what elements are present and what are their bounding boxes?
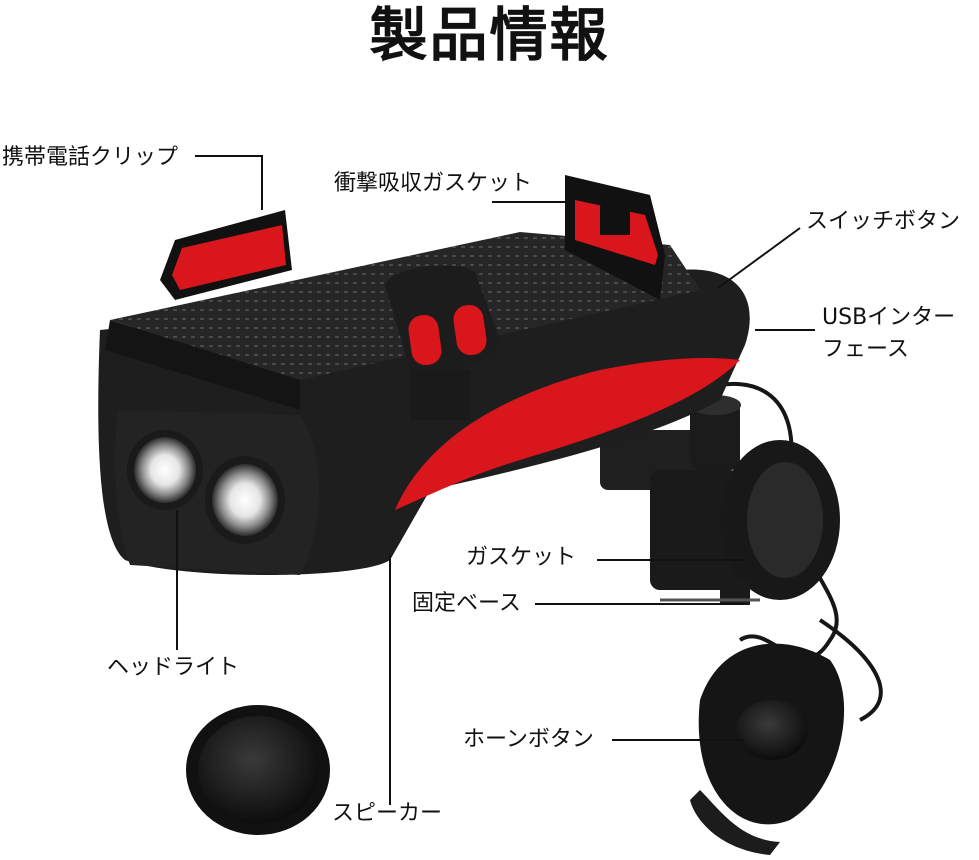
leader-lines	[176, 155, 815, 805]
label-usb-interface-line2: フェース	[822, 337, 909, 362]
headlight-lenses	[127, 430, 285, 544]
leader-phone-clip	[195, 155, 263, 210]
label-phone-clip: 携帯電話クリップ	[2, 145, 179, 170]
label-headlight: ヘッドライト	[107, 655, 240, 680]
speaker-cap	[186, 705, 330, 835]
label-usb-interface-line1: USBインター	[822, 305, 956, 330]
label-shock-gasket: 衝撃吸収ガスケット	[334, 171, 533, 196]
horn-remote	[690, 643, 845, 855]
label-switch-button: スイッチボタン	[806, 209, 961, 234]
label-gasket: ガスケット	[466, 545, 577, 570]
page-title: 製品情報	[369, 1, 610, 69]
phone-clip-left	[160, 210, 292, 300]
label-horn-button: ホーンボタン	[463, 727, 594, 752]
label-speaker: スピーカー	[332, 801, 443, 826]
label-fixed-base: 固定ベース	[412, 591, 521, 616]
center-clamp	[385, 265, 500, 420]
cable-2	[818, 618, 883, 722]
phone-clip-right	[565, 175, 665, 300]
leader-switch-button	[717, 227, 801, 289]
